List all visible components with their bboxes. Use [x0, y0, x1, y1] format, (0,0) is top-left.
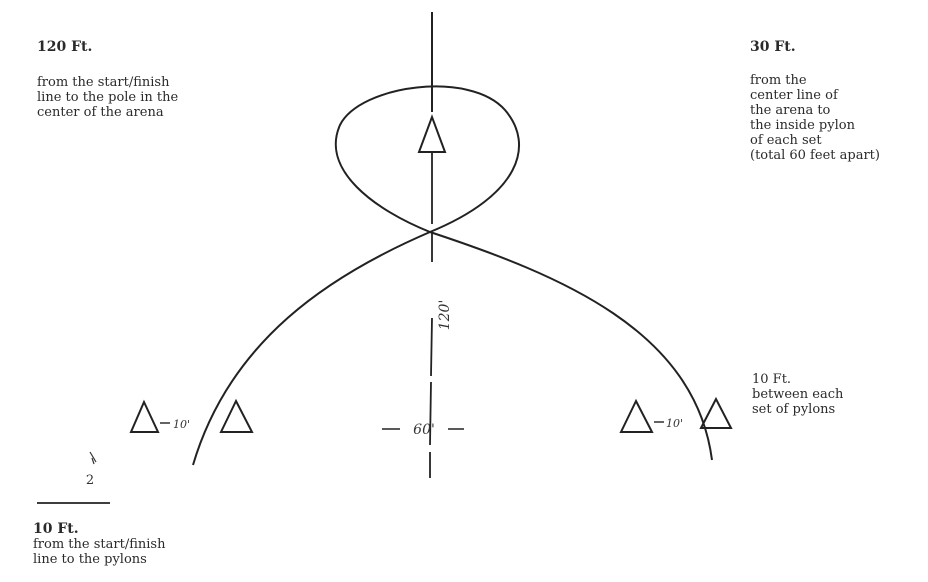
pylon-triangle-icon — [699, 396, 733, 429]
start-mark-label: 2 — [86, 473, 94, 488]
start-tick — [89, 451, 97, 465]
right-run-path — [429, 231, 713, 461]
left-gap-label: 10' — [173, 418, 190, 431]
note-line: of each set — [750, 133, 822, 148]
note-line: set of pylons — [752, 402, 836, 417]
note-line: from the — [750, 73, 807, 88]
note-heading: 120 Ft. — [37, 39, 93, 55]
note-line: between each — [752, 387, 844, 402]
note-heading: 30 Ft. — [750, 39, 796, 55]
loop-path — [334, 85, 520, 233]
note-heading: 10 Ft. — [33, 521, 79, 537]
note-line: center of the arena — [37, 105, 164, 120]
note-heading: 10 Ft. — [752, 372, 792, 387]
note-line: line to the pole in the — [37, 90, 179, 105]
note-line: from the start/finish — [33, 537, 166, 552]
pylon-triangle-icon — [219, 398, 254, 433]
note-line: the arena to — [750, 103, 831, 118]
center-line-dashed — [429, 152, 433, 478]
note-line: from the start/finish — [37, 75, 170, 90]
note-center-distance: 30 Ft. from the center line of the arena… — [750, 39, 880, 164]
note-line: line to the pylons — [33, 552, 147, 567]
note-pole-distance: 120 Ft. from the start/finish line to th… — [37, 39, 179, 121]
right-gap-label: 10' — [666, 417, 683, 430]
pylon-triangle-icon — [129, 399, 160, 433]
left-run-path — [192, 231, 431, 466]
pylon-triangle-icon — [619, 398, 654, 433]
pole-triangle-icon — [417, 114, 447, 153]
note-line: the inside pylon — [750, 118, 855, 133]
note-line: center line of — [750, 88, 838, 103]
set-width-label: 60' — [413, 422, 435, 438]
note-set-spacing: 10 Ft. between each set of pylons — [752, 372, 843, 417]
note-line: (total 60 feet apart) — [750, 148, 880, 163]
note-start-distance: 10 Ft. from the start/finish line to the… — [33, 521, 166, 568]
center-distance-label: 120' — [437, 300, 453, 331]
